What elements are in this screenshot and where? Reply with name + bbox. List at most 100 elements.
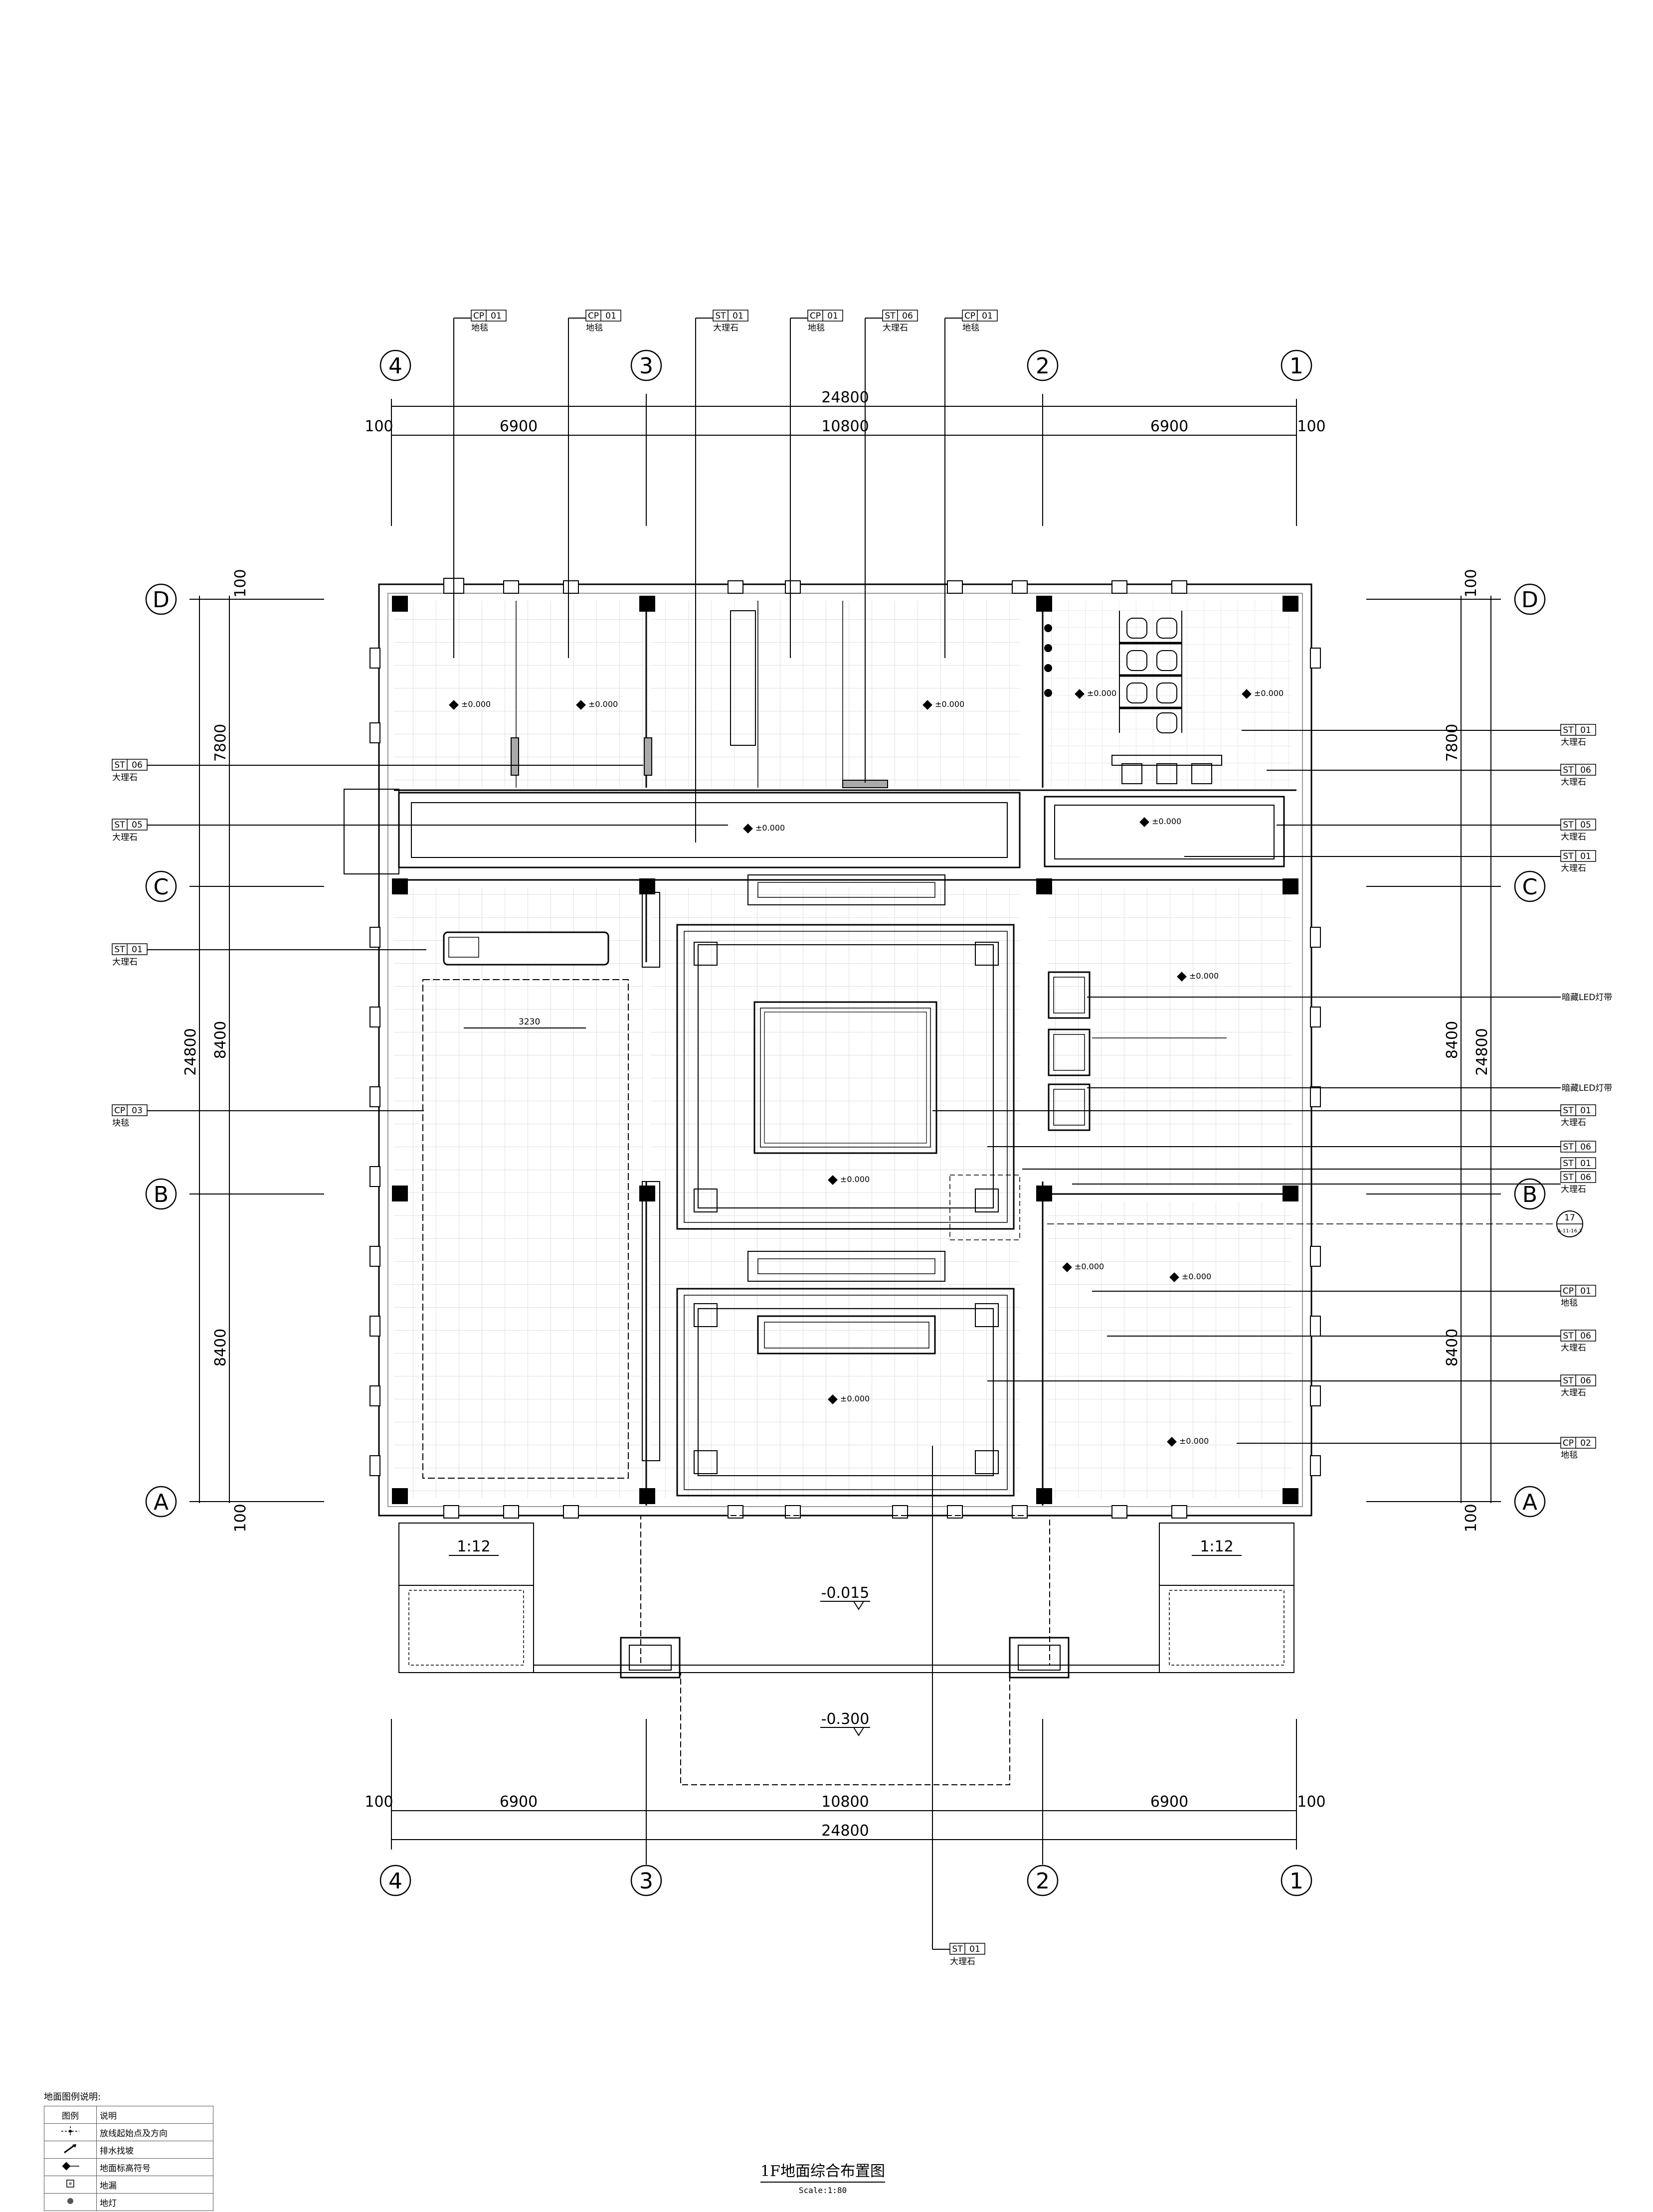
svg-text:06: 06 xyxy=(1580,1376,1591,1386)
legend-header-row: 图例 说明 xyxy=(44,2106,213,2124)
tag-top-5: ST 06 大理石 xyxy=(865,310,918,333)
led-strip-label-2: 暗藏LED灯带 xyxy=(1562,1083,1612,1093)
dimension-text-top: 24800 6900 10800 6900 100 100 xyxy=(365,389,1325,435)
svg-text:大理石: 大理石 xyxy=(1561,1118,1586,1128)
interior-walls xyxy=(394,598,1296,1506)
svg-text:大理石: 大理石 xyxy=(1561,737,1586,747)
svg-text:7800: 7800 xyxy=(212,724,229,762)
tag-left-2: ST 05 大理石 xyxy=(112,819,148,843)
svg-text:ST: ST xyxy=(114,945,125,955)
legend-col-symbol: 图例 xyxy=(44,2106,97,2124)
svg-text:ST: ST xyxy=(1563,765,1574,775)
top-dimension-lines xyxy=(391,394,1297,526)
svg-text:24800: 24800 xyxy=(821,389,869,406)
svg-text:ST: ST xyxy=(114,760,125,770)
svg-text:地毯: 地毯 xyxy=(962,323,979,333)
svg-text:100: 100 xyxy=(1463,569,1480,597)
svg-text:10800: 10800 xyxy=(821,1793,869,1811)
svg-text:大理石: 大理石 xyxy=(1561,863,1586,873)
svg-text:D: D xyxy=(1521,587,1538,613)
svg-text:大理石: 大理石 xyxy=(112,773,138,783)
svg-text:A: A xyxy=(1522,1490,1537,1515)
svg-text:大理石: 大理石 xyxy=(1561,1185,1586,1194)
svg-text:D: D xyxy=(153,587,170,613)
floor-tile-areas xyxy=(394,601,1291,1498)
svg-text:ST: ST xyxy=(1563,1376,1574,1386)
svg-text:±0.000: ±0.000 xyxy=(1182,1272,1211,1281)
leader-lines xyxy=(122,318,1561,1950)
svg-text:大理石: 大理石 xyxy=(883,323,908,333)
tag-left-3: ST 01 大理石 xyxy=(112,943,148,967)
svg-text:1: 1 xyxy=(1289,1869,1303,1894)
svg-text:6900: 6900 xyxy=(1150,418,1188,435)
svg-text:01: 01 xyxy=(132,945,143,955)
svg-text:CP: CP xyxy=(1563,1438,1574,1448)
svg-text:ST: ST xyxy=(1563,1173,1574,1183)
building-outline xyxy=(378,583,1312,1517)
svg-text:地毯: 地毯 xyxy=(1561,1298,1578,1308)
svg-text:01: 01 xyxy=(969,1944,980,1954)
legend-col-desc: 说明 xyxy=(96,2106,213,2124)
svg-text:ST: ST xyxy=(952,1944,963,1954)
tag-right-13: ST 06 大理石 xyxy=(1560,1374,1596,1398)
svg-text:06: 06 xyxy=(1580,765,1591,775)
svg-text:1:12: 1:12 xyxy=(1200,1538,1233,1555)
svg-text:02: 02 xyxy=(1580,1438,1591,1448)
svg-text:10800: 10800 xyxy=(821,418,869,435)
svg-text:2: 2 xyxy=(1036,353,1050,379)
tag-right-9: ST 01 xyxy=(1560,1157,1596,1169)
svg-text:4: 4 xyxy=(388,1869,402,1894)
left-entry xyxy=(511,610,888,1461)
svg-text:ST: ST xyxy=(715,311,726,321)
svg-text:01: 01 xyxy=(827,311,838,321)
floor-drain-icon xyxy=(44,2176,97,2194)
svg-text:CP: CP xyxy=(114,1106,125,1116)
tag-right-12: ST 06 大理石 xyxy=(1560,1330,1596,1353)
tag-top-2: CP 01 地毯 xyxy=(568,310,621,333)
svg-text:01: 01 xyxy=(1580,725,1591,735)
corridor-band xyxy=(344,789,1285,874)
restroom-fixtures xyxy=(1044,611,1222,784)
grid-bubbles-left: D C B A xyxy=(145,583,177,1518)
svg-text:CP: CP xyxy=(1563,1286,1574,1296)
dimension-text-right: 24800 7800 8400 8400 100 100 xyxy=(1444,569,1491,1532)
svg-text:CP: CP xyxy=(588,311,599,321)
svg-text:03: 03 xyxy=(132,1106,143,1116)
svg-text:01: 01 xyxy=(491,311,502,321)
carpet-area-left xyxy=(422,931,629,1479)
led-strip-label-1: 暗藏LED灯带 xyxy=(1562,993,1612,1003)
legend-title: 地面图例说明: xyxy=(44,2092,101,2102)
svg-text:2: 2 xyxy=(1036,1869,1050,1894)
elevation-labels: ±0.000 ±0.000 ±0.000 ±0.000 ±0.000 ±0.00… xyxy=(461,688,1284,1446)
svg-text:05: 05 xyxy=(1580,820,1591,830)
svg-text:06: 06 xyxy=(132,760,143,770)
svg-text:大理石: 大理石 xyxy=(112,957,138,967)
svg-text:100: 100 xyxy=(232,569,249,597)
tag-left-4: CP 03 块毯 xyxy=(112,1104,148,1128)
svg-text:01: 01 xyxy=(733,311,743,321)
svg-text:地毯: 地毯 xyxy=(808,323,825,333)
tag-right-11: CP 01 地毯 xyxy=(1560,1285,1596,1308)
svg-text:±0.000: ±0.000 xyxy=(1189,971,1219,981)
central-frame-upper xyxy=(676,874,1020,1282)
svg-text:01: 01 xyxy=(1580,1159,1591,1169)
svg-text:ST: ST xyxy=(885,311,896,321)
elevation-markers xyxy=(449,689,1252,1447)
setout-point-icon xyxy=(44,2123,97,2141)
svg-text:B: B xyxy=(1522,1182,1537,1207)
svg-text:块毯: 块毯 xyxy=(112,1118,129,1128)
svg-text:06: 06 xyxy=(1580,1142,1591,1152)
svg-text:1: 1 xyxy=(1289,353,1303,379)
right-dimension-lines xyxy=(1366,596,1501,1503)
svg-text:06: 06 xyxy=(1580,1173,1591,1183)
legend-row: 放线起始点及方向 xyxy=(44,2123,213,2141)
left-dimension-lines xyxy=(189,596,324,1503)
svg-text:ST: ST xyxy=(1563,820,1574,830)
svg-text:01: 01 xyxy=(605,311,616,321)
tag-top-4: CP 01 地毯 xyxy=(790,310,843,333)
svg-text:-0.300: -0.300 xyxy=(821,1710,870,1728)
svg-text:大理石: 大理石 xyxy=(1561,1343,1586,1353)
svg-text:±0.000: ±0.000 xyxy=(461,699,491,709)
svg-text:B: B xyxy=(154,1182,169,1207)
